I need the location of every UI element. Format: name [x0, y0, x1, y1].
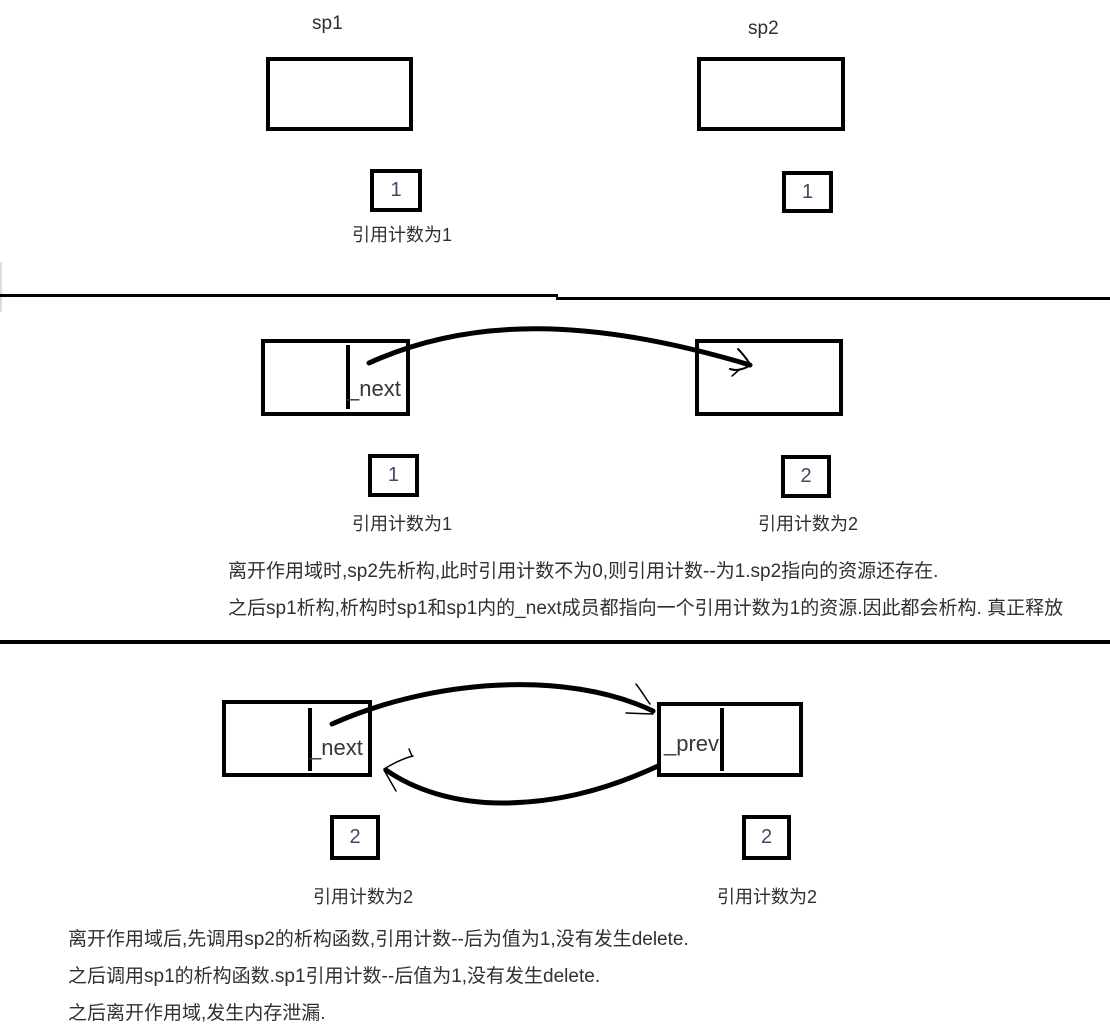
node-box-resource-middle: [695, 339, 843, 416]
member-label-next: _next: [309, 735, 363, 760]
bottom-note-line-3: 之后离开作用域,发生内存泄漏.: [68, 1003, 326, 1024]
sp1-ref-count-caption: 引用计数为1: [352, 225, 453, 245]
sp1-ref-count-box: 1: [370, 169, 422, 212]
node-box-sp1-bottom: [222, 700, 372, 777]
arrow-next-to-resource: [366, 326, 753, 368]
middle-note-line-2: 之后sp1析构,析构时sp1和sp1内的_next成员都指向一个引用计数为1的资…: [228, 598, 1064, 619]
sp2-box: [697, 57, 845, 131]
ref-count-caption-bottom-left: 引用计数为2: [313, 887, 414, 907]
member-divider: [720, 708, 724, 771]
sp2-ref-count-box: 1: [782, 171, 833, 213]
ref-count-caption-bottom-right: 引用计数为2: [717, 887, 818, 907]
section-divider-1-right: [556, 297, 1110, 300]
sp1-box: [266, 57, 413, 131]
arrowhead-barb-icon: [635, 683, 651, 705]
ref-count-box-bottom-left: 2: [330, 815, 380, 860]
left-edge-mark: [0, 262, 2, 312]
sp2-label: sp2: [748, 18, 779, 39]
arrow-prev-to-next: [383, 763, 661, 806]
arrowhead-scribble-icon: [408, 748, 413, 757]
ref-count-caption-middle-left: 引用计数为1: [352, 514, 453, 534]
arrow-next-to-prev: [329, 682, 656, 727]
node-box-sp1-middle: [261, 339, 410, 416]
sp1-label: sp1: [312, 13, 343, 34]
arrowhead-barb-icon: [625, 712, 654, 715]
ref-count-caption-middle-right: 引用计数为2: [758, 514, 859, 534]
section-divider-1-left: [0, 294, 558, 297]
ref-count-box-middle-right: 2: [781, 455, 831, 498]
ref-count-box-bottom-right: 2: [742, 815, 791, 860]
ref-count-value: 2: [760, 826, 773, 848]
ref-count-value: 2: [349, 826, 361, 848]
bottom-note-line-2: 之后调用sp1的析构函数.sp1引用计数--后值为1,没有发生delete.: [68, 966, 601, 987]
arrowhead-barb-icon: [383, 755, 414, 770]
bottom-note-line-1: 离开作用域后,先调用sp2的析构函数,引用计数--后为值为1,没有发生delet…: [68, 929, 689, 950]
ref-count-value: 2: [800, 465, 812, 487]
sp1-ref-count-value: 1: [390, 179, 402, 201]
middle-note-line-1: 离开作用域时,sp2先析构,此时引用计数不为0,则引用计数--为1.sp2指向的…: [228, 561, 939, 582]
member-divider: [308, 708, 312, 771]
sp2-ref-count-value: 1: [801, 180, 814, 203]
section-divider-2: [0, 640, 1110, 644]
member-label-prev: _prev: [664, 731, 720, 756]
member-label-next: _next: [347, 376, 401, 401]
ref-count-box-middle-left: 1: [368, 454, 419, 497]
node-box-sp2-bottom: [657, 702, 803, 777]
arrowhead-barb-icon: [383, 769, 397, 792]
member-divider: [346, 345, 350, 409]
ref-count-value: 1: [387, 464, 400, 486]
